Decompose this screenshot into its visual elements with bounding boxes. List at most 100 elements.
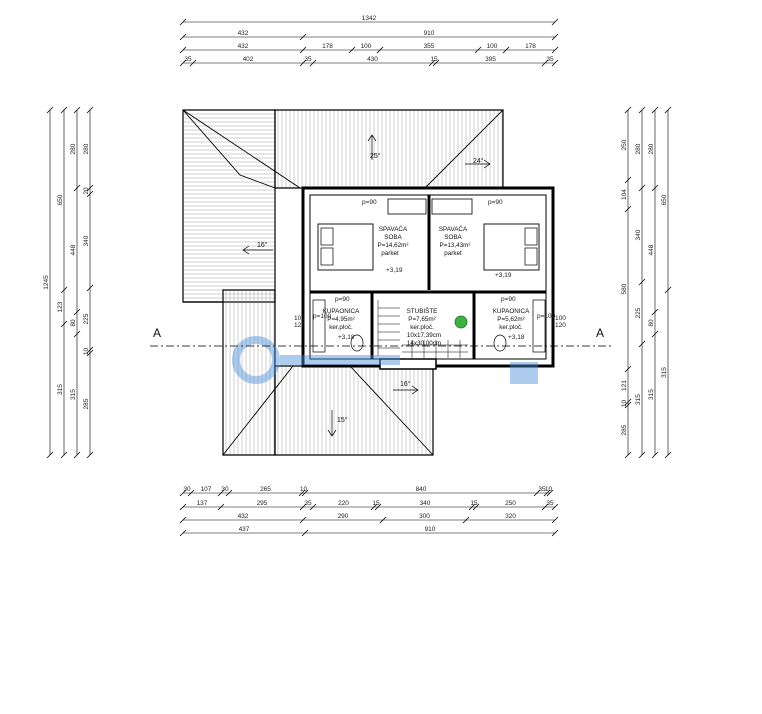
dimension-label: 315 <box>635 394 642 405</box>
dimension-tick <box>551 18 559 26</box>
bathtub <box>312 299 326 353</box>
dimension-tick <box>179 489 187 497</box>
room-floor: parket <box>444 250 462 257</box>
dimension-label: 137 <box>197 500 208 507</box>
dimension-label: 280 <box>70 143 77 154</box>
roof-hip-line <box>424 109 504 189</box>
dimension-tick <box>651 106 659 114</box>
dimension-tick <box>502 46 510 54</box>
dimension-tick <box>309 503 317 511</box>
dimension-label: 285 <box>83 398 90 409</box>
dimension-label: 100 <box>487 43 498 50</box>
staircase <box>377 300 468 358</box>
dimension-tick <box>225 489 233 497</box>
dimension-label: 225 <box>635 307 642 318</box>
room-name: SOBA <box>444 234 462 241</box>
dimension-tick <box>86 184 94 192</box>
width-mark: 120 <box>294 322 305 329</box>
dimension-tick <box>73 106 81 114</box>
dimension-tick <box>46 451 54 459</box>
dimension-tick <box>60 451 68 459</box>
height-mark: +3,19 <box>495 272 512 279</box>
room-area: P=4,95m² <box>327 316 354 323</box>
dimension-tick <box>46 106 54 114</box>
outer-wall <box>379 358 437 370</box>
dimension-label: 320 <box>505 513 516 520</box>
roof-hip-line <box>182 109 276 189</box>
dimension-label: 430 <box>367 56 378 63</box>
slope-arrow <box>483 159 491 169</box>
dimension-label: 20 <box>83 187 90 195</box>
dimension-tick <box>651 308 659 316</box>
width-mark: 100 <box>555 315 566 322</box>
dimension-label: 35 <box>304 56 312 63</box>
dimension-label: 35 <box>546 56 554 63</box>
dimension-label: 80 <box>648 319 655 327</box>
room-name: SPAVAĆA <box>379 224 408 233</box>
dimension-tick <box>541 503 549 511</box>
dimension-tick <box>428 59 436 67</box>
dimension-label: 580 <box>621 283 628 294</box>
width-mark: 120 <box>555 322 566 329</box>
stair-spec: 14x30,00cm <box>407 340 441 347</box>
window-mark: p=90 <box>488 199 503 206</box>
width-mark: 100 <box>294 315 305 322</box>
dimension-label: 10 <box>300 486 308 493</box>
dimension-label: 437 <box>239 526 250 533</box>
dimension-label: 910 <box>424 30 435 37</box>
room-name: STUBIŠTE <box>407 306 438 315</box>
room-area: P=5,62m² <box>497 316 524 323</box>
dimension-tick <box>217 489 225 497</box>
roof-main-bottom <box>274 365 434 456</box>
dimension-label: 315 <box>661 367 668 378</box>
dimension-label: 432 <box>238 30 249 37</box>
room-name: KUPAONICA <box>493 308 530 315</box>
dimension-tick <box>299 503 307 511</box>
wardrobe <box>387 198 427 215</box>
height-mark: +3,18 <box>338 334 355 341</box>
dimension-tick <box>60 106 68 114</box>
dimension-tick <box>664 451 672 459</box>
dimension-tick <box>551 33 559 41</box>
dimension-tick <box>73 308 81 316</box>
dimension-tick <box>179 18 187 26</box>
dimension-tick <box>86 190 94 198</box>
dimension-tick <box>301 529 309 537</box>
watermark <box>232 336 538 384</box>
dimension-label: 35 <box>546 500 554 507</box>
section-label: A <box>153 326 161 340</box>
dimension-label: 121 <box>621 380 628 391</box>
dimension-tick <box>309 59 317 67</box>
dimension-tick <box>73 451 81 459</box>
dimension-label: 432 <box>238 43 249 50</box>
dimension-tick <box>299 59 307 67</box>
dimension-label: 280 <box>635 143 642 154</box>
slope-label: 16° <box>257 241 268 249</box>
dimension-tick <box>376 46 384 54</box>
door-mark: p=100 <box>313 313 332 320</box>
dimension-label: 300 <box>419 513 430 520</box>
toilet <box>350 334 364 352</box>
slope-label: 16° <box>400 380 411 388</box>
room-floor: ker.ploč. <box>499 324 523 331</box>
dimension-label: 448 <box>648 244 655 255</box>
door-mark: p=100 <box>537 313 556 320</box>
dimension-label: 178 <box>322 43 333 50</box>
room-floor: ker.ploč. <box>410 324 434 331</box>
dimension-tick <box>624 176 632 184</box>
dimension-tick <box>379 516 387 524</box>
dimension-tick <box>301 489 309 497</box>
dimension-label: 123 <box>57 301 64 312</box>
dimension-tick <box>638 184 646 192</box>
room-floor: ker.ploč. <box>329 324 353 331</box>
bed-pillow <box>320 227 334 246</box>
slope-label: 25° <box>370 152 381 160</box>
dimension-label: 30 <box>183 486 191 493</box>
dimension-label: 355 <box>424 43 435 50</box>
dimension-tick <box>60 286 68 294</box>
dimension-tick <box>179 529 187 537</box>
dimension-tick <box>624 365 632 373</box>
dimension-tick <box>86 346 94 354</box>
dimension-tick <box>73 184 81 192</box>
dimension-tick <box>86 284 94 292</box>
